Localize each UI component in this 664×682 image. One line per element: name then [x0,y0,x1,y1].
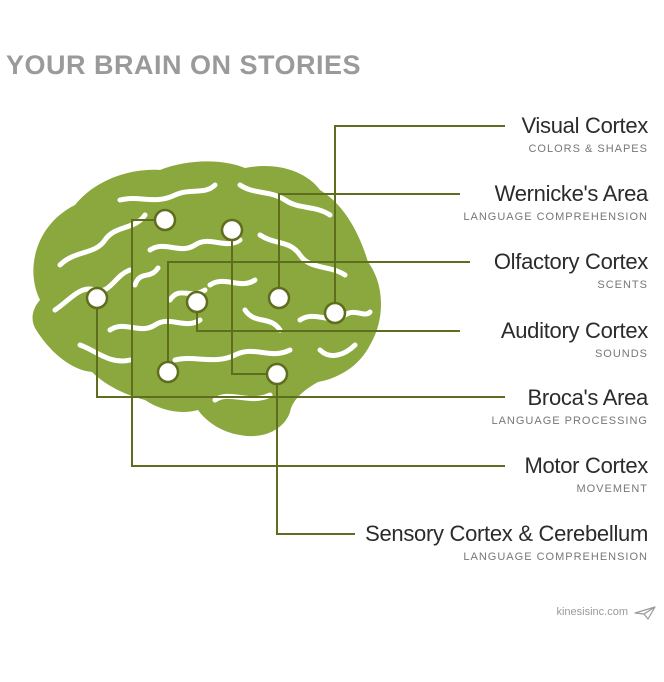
region-name: Visual Cortex [521,113,648,138]
connector-lines [96,125,505,535]
region-desc: LANGUAGE PROCESSING [491,415,648,427]
credit-link[interactable]: kinesisinc.com [556,606,628,618]
region-desc: SOUNDS [594,348,648,360]
region-name: Sensory Cortex & Cerebellum [365,521,648,546]
marker-auditory-cortex [185,290,209,314]
region-markers [85,208,347,386]
region-name: Auditory Cortex [500,318,648,343]
region-desc: SCENTS [597,279,648,291]
label-sensory-cortex-cerebellum: Sensory Cortex & Cerebellum LANGUAGE COM… [365,522,648,565]
region-name: Broca's Area [527,385,649,410]
marker-olfactory-cortex [156,360,180,384]
connector-olfactory-cortex [167,261,470,372]
marker-sensory-cortex-a [220,218,244,242]
connector-motor-cortex [131,219,505,467]
label-auditory-cortex: Auditory Cortex SOUNDS [501,319,648,362]
region-desc: COLORS & SHAPES [528,143,648,155]
marker-wernickes-area [267,286,291,310]
label-wernickes-area: Wernicke's Area LANGUAGE COMPREHENSION [463,182,648,225]
region-name: Olfactory Cortex [493,249,648,274]
connector-brocas-area [96,298,505,398]
label-visual-cortex: Visual Cortex COLORS & SHAPES [521,114,648,157]
region-desc: LANGUAGE COMPREHENSION [463,551,648,563]
label-motor-cortex: Motor Cortex MOVEMENT [524,454,648,497]
region-desc: LANGUAGE COMPREHENSION [463,211,648,223]
page-title: YOUR BRAIN ON STORIES [6,50,362,80]
region-name: Motor Cortex [524,453,648,478]
marker-visual-cortex [323,301,347,325]
region-name: Wernicke's Area [494,181,649,206]
connector-visual-cortex [334,125,505,313]
label-brocas-area: Broca's Area LANGUAGE PROCESSING [491,386,648,429]
paper-plane-icon [634,606,656,620]
marker-sensory-cortex-b [265,362,289,386]
region-desc: MOVEMENT [576,483,648,495]
label-olfactory-cortex: Olfactory Cortex SCENTS [494,250,648,293]
marker-brocas-area [85,286,109,310]
connector-wernickes-area [278,193,460,298]
marker-motor-cortex [153,208,177,232]
